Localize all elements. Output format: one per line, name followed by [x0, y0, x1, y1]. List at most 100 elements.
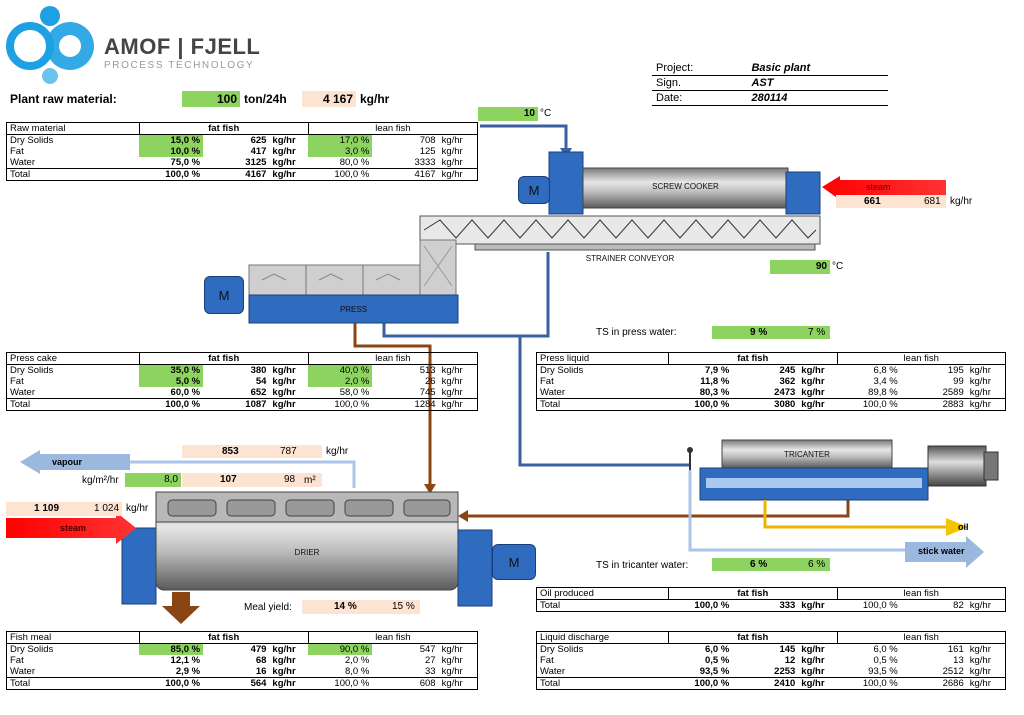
table-cell: 5,0 % [139, 376, 204, 387]
steam-cooker-fat: 661 [864, 196, 881, 207]
steam-arrow-cooker [822, 176, 946, 200]
table-cell: 33 [425, 666, 436, 677]
ts-tricanter-label: TS in tricanter water: [596, 560, 689, 571]
logo-mark [6, 6, 94, 84]
table-row-name: Total [535, 599, 669, 612]
table-row-name: Total [535, 677, 669, 690]
table-row-name: Dry Solids [6, 364, 140, 376]
table-cell: 161 [947, 644, 964, 655]
table-header-fat: fat fish [138, 122, 309, 135]
meal-yield-label: Meal yield: [244, 602, 292, 613]
table-row-name: Dry Solids [6, 134, 140, 146]
table-title: Fish meal [6, 631, 140, 644]
table-cell: 90,0 % [308, 643, 373, 655]
table-cell: 80,0 % [339, 157, 370, 168]
table-cell: 547 [419, 644, 436, 655]
table-cell: 333 [732, 599, 799, 612]
table-cell: 2589 [942, 387, 964, 398]
table-unit: kg/hr [801, 387, 825, 398]
table-cell: 11,8 % [700, 376, 730, 387]
table-cell: 100,0 % [668, 599, 733, 612]
table-unit: kg/hr [438, 387, 478, 399]
table-unit: kg/hr [272, 655, 296, 666]
table-cell: 6,0 % [704, 644, 730, 655]
table-cell: 708 [419, 135, 436, 146]
table-unit: kg/hr [438, 376, 478, 387]
table-row-name: Fat [535, 376, 669, 387]
table-unit: kg/hr [801, 666, 825, 677]
press-screw-1 [248, 264, 307, 296]
table-cell: 54 [255, 376, 267, 387]
meal-yield-values: 14 % 15 % [302, 600, 420, 614]
table-header-fat: fat fish [668, 631, 837, 644]
vapour-label: vapour [52, 457, 83, 467]
table-cell: 3080 [732, 398, 799, 411]
press-screw-3 [362, 264, 421, 296]
table-cell: 85,0 % [139, 643, 204, 655]
table-unit: kg/hr [966, 364, 1006, 376]
cooker-motor: M [518, 176, 550, 204]
table-cell: 2,0 % [345, 655, 370, 666]
stickwater-label: stick water [918, 546, 965, 556]
table-cell: 99 [953, 376, 964, 387]
project-info: Project:Basic plant Sign.AST Date:280114 [652, 61, 888, 106]
table-cell: 15,0 % [139, 134, 204, 146]
table-cell: 100,0 % [837, 599, 901, 612]
table-cell: 2512 [942, 666, 964, 677]
strainer-temp-unit: °C [832, 261, 844, 272]
table-unit: kg/hr [801, 365, 825, 376]
intake-temp-value: 10 [478, 107, 538, 121]
table-cell: 10,0 % [139, 146, 204, 157]
oil-arrow [946, 518, 968, 536]
table-unit: kg/hr [438, 655, 478, 666]
table-cell: 100,0 % [139, 168, 204, 181]
drier-motor: M [492, 544, 536, 580]
table-unit: kg/hr [438, 666, 478, 678]
table-unit: kg/hr [801, 655, 825, 666]
table-unit: kg/hr [272, 376, 296, 387]
table-row-name: Total [535, 398, 669, 411]
table-row-name: Fat [535, 655, 669, 666]
raw-kg-value: 4 167 [302, 91, 356, 107]
press-motor: M [204, 276, 244, 314]
screw-cooker-end [785, 171, 821, 215]
table-unit: kg/hr [438, 146, 478, 157]
table-row-name: Fat [6, 146, 140, 157]
table-unit: kg/hr [801, 376, 825, 387]
table-cell: 58,0 % [339, 387, 370, 398]
table-cell: 2,9 % [175, 666, 201, 677]
project-label: Project: [652, 61, 748, 76]
flow-press-cake-arrowhead [424, 484, 436, 494]
table-row-name: Fat [6, 655, 140, 666]
steam-drier-unit: kg/hr [126, 503, 149, 514]
table-cell: 27 [425, 655, 436, 666]
table-row-name: Fat [6, 376, 140, 387]
table-cell: 125 [419, 146, 436, 157]
table-cell: 245 [779, 365, 796, 376]
ts-tricanter-values: 6 % 6 % [712, 558, 830, 571]
table-row-name: Water [6, 157, 140, 169]
press-body [248, 294, 459, 324]
table-cell: 145 [779, 644, 796, 655]
table-cell: 362 [779, 376, 796, 387]
table-unit: kg/hr [438, 168, 478, 181]
drier-area-values: 107 98 [182, 473, 322, 487]
table-unit: kg/hr [272, 387, 296, 398]
tricanter-top [721, 439, 893, 469]
table-title: Raw material [6, 122, 140, 135]
table-cell: 80,3 % [699, 387, 730, 398]
steam-drier-values: 1 109 1 024 [6, 502, 122, 516]
table-header-lean: lean fish [307, 352, 479, 365]
table-unit: kg/hr [966, 643, 1006, 655]
meal-arrow [162, 592, 200, 624]
table-unit: kg/hr [272, 666, 296, 677]
table-unit: kg/hr [272, 135, 296, 146]
table-cell: 3,0 % [308, 146, 373, 157]
table-cell: 417 [250, 146, 267, 157]
table-unit: kg/hr [438, 398, 478, 411]
table-cell: 60,0 % [170, 387, 201, 398]
table-row-name: Total [6, 398, 140, 411]
drier-area-lean: 98 [284, 474, 296, 485]
